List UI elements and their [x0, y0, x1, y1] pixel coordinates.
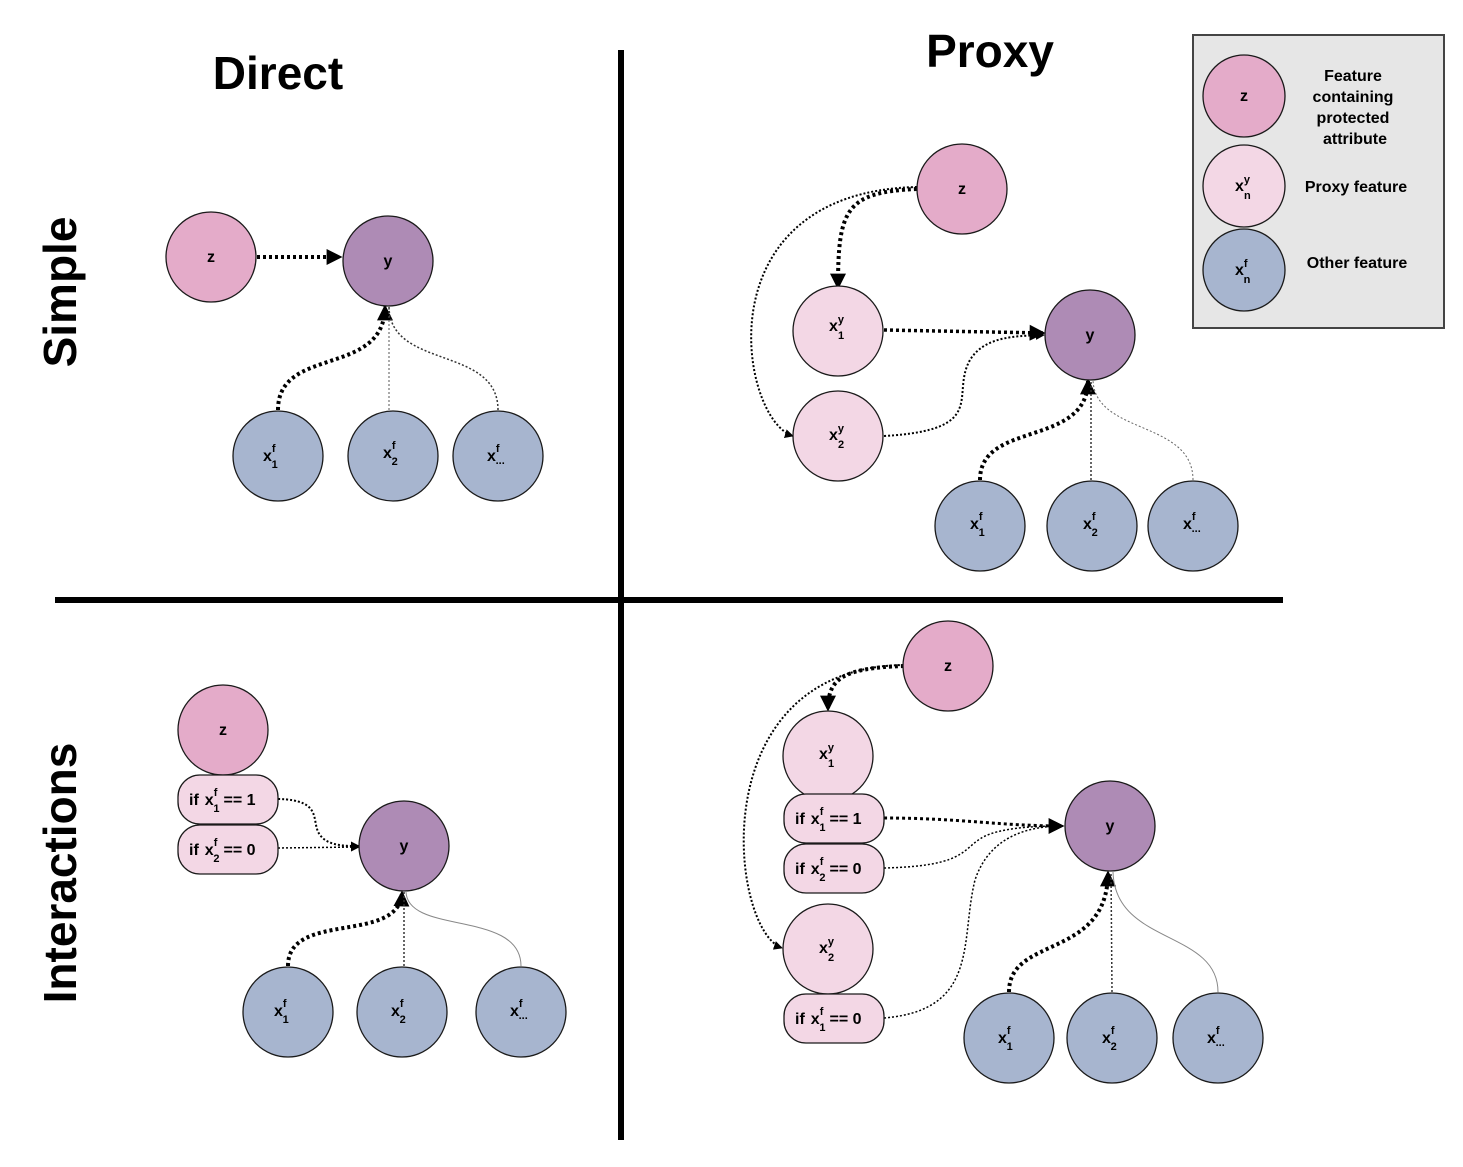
- node-x2y-proxy-int: [782, 903, 874, 995]
- edge-x1f-to-y-direct-int: [286, 890, 410, 967]
- heading-interactions: Interactions: [34, 743, 86, 1004]
- node-x2f-direct-int: [356, 966, 448, 1058]
- label-z-proxy-int: z: [944, 658, 952, 675]
- edges: [257, 186, 1219, 1019]
- node-x1f-proxy-simple: [934, 480, 1026, 572]
- edge-x1-to-y-direct-simple: [276, 304, 393, 411]
- legend-proxy-node: [1202, 144, 1286, 228]
- node-x2f-direct-simple: [347, 410, 439, 502]
- edge-cond1-to-y-proxy-int: [883, 816, 1065, 834]
- node-x1f-proxy-int: [963, 992, 1055, 1084]
- legend-protected-desc-4: attribute: [1323, 131, 1387, 148]
- label-y-direct-int: y: [400, 838, 409, 855]
- node-cond1-direct-int: [177, 774, 279, 825]
- edge-x1f-to-y-proxy-int: [1007, 870, 1116, 993]
- legend: z Feature containing protected attribute…: [1192, 34, 1445, 329]
- label-y-proxy-int: y: [1106, 818, 1115, 835]
- edge-x1y-to-y-proxy-simple: [883, 324, 1046, 341]
- edge-z-to-x2y-proxy-int: [742, 664, 905, 950]
- legend-protected-desc-2: containing: [1313, 89, 1394, 106]
- heading-simple: Simple: [34, 217, 86, 368]
- edge-cond2-to-y-direct-int: [277, 842, 360, 852]
- node-cond3-proxy-int: [783, 993, 885, 1044]
- edge-xdots-to-y-direct-int: [405, 891, 522, 967]
- node-xdots-direct-int: [475, 966, 567, 1058]
- legend-other-desc: Other feature: [1307, 255, 1408, 272]
- node-y-proxy-int: [1064, 780, 1156, 872]
- label-xdots-proxy-int: xf...: [1207, 1025, 1225, 1049]
- node-y-direct-simple: [342, 215, 434, 307]
- label-z-proxy-simple: z: [958, 181, 966, 198]
- legend-protected-node: [1202, 54, 1286, 138]
- edge-x2y-to-y-proxy-simple: [883, 330, 1045, 437]
- edge-z-to-x2y-proxy-simple: [750, 186, 918, 438]
- node-x2f-proxy-simple: [1046, 480, 1138, 572]
- edge-z-to-x1y-proxy-int: [820, 664, 905, 712]
- node-z-proxy-simple: [916, 143, 1008, 235]
- edge-z-to-x1y-proxy-simple: [830, 187, 918, 290]
- legend-protected-node-label: z: [1240, 88, 1248, 105]
- label-xdots-direct-int: xf...: [510, 998, 528, 1022]
- label-xdots-proxy-simple: xf...: [1183, 511, 1201, 535]
- legend-proxy-desc: Proxy feature: [1305, 179, 1407, 196]
- node-x2f-proxy-int: [1066, 992, 1158, 1084]
- node-z-proxy-int: [902, 620, 994, 712]
- label-z-direct-simple: z: [207, 249, 215, 266]
- label-xdots-direct-simple: xf...: [487, 443, 505, 467]
- edge-cond2-to-y-proxy-int: [883, 821, 1064, 869]
- node-x1f-direct-int: [242, 966, 334, 1058]
- edge-x2f-to-y-proxy-int: [1110, 871, 1113, 993]
- label-y-direct-simple: y: [384, 253, 393, 270]
- legend-protected-desc-3: protected: [1317, 110, 1390, 127]
- label-y-proxy-simple: y: [1086, 327, 1095, 344]
- node-cond2-proxy-int: [783, 843, 885, 894]
- label-z-direct-int: z: [219, 722, 227, 739]
- legend-other-node: [1202, 228, 1286, 312]
- heading-direct: Direct: [213, 47, 343, 99]
- node-y-proxy-simple: [1044, 289, 1136, 381]
- edge-xdots-to-y-direct-simple: [388, 305, 499, 411]
- heading-proxy: Proxy: [926, 25, 1054, 77]
- legend-protected-desc-1: Feature: [1324, 68, 1382, 85]
- node-xdots-direct-simple: [452, 410, 544, 502]
- node-z-direct-simple: [165, 211, 257, 303]
- node-x1y-proxy-int: [782, 710, 874, 802]
- edge-cond3-to-y-proxy-int: [883, 821, 1064, 1019]
- edge-x1f-to-y-proxy-simple: [978, 378, 1096, 481]
- node-x1f-direct-simple: [232, 410, 324, 502]
- node-xdots-proxy-int: [1172, 992, 1264, 1084]
- edge-xdots-to-y-proxy-int: [1112, 871, 1219, 993]
- edge-xdots-to-y-proxy-simple: [1092, 379, 1194, 481]
- edge-cond1-to-y-direct-int: [277, 798, 360, 851]
- node-x2y-proxy-simple: [792, 390, 884, 482]
- node-xdots-proxy-simple: [1147, 480, 1239, 572]
- node-cond2-direct-int: [177, 824, 279, 875]
- node-x1y-proxy-simple: [792, 285, 884, 377]
- node-y-direct-int: [358, 800, 450, 892]
- node-cond1-proxy-int: [783, 793, 885, 844]
